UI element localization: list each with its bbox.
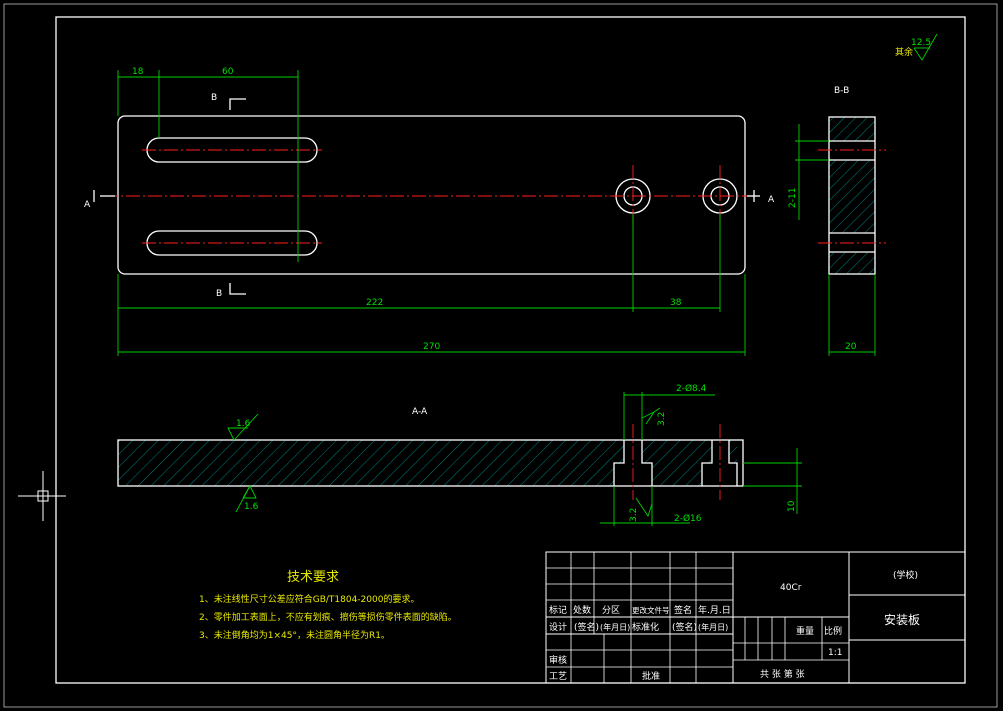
dim-10: 10 xyxy=(787,500,797,512)
roughness-3-2-top: 3.2 xyxy=(657,412,667,426)
tb-process: 工艺 xyxy=(549,671,567,682)
section-bb-view: B-B 2-11 20 xyxy=(788,86,886,356)
tb-scale: 比例 xyxy=(824,625,842,637)
tb-r1-c6: 年.月.日 xyxy=(698,604,731,616)
tb-r2-c5: (签名) xyxy=(672,621,697,633)
tb-r1-c1: 标记 xyxy=(549,604,567,616)
tb-weight: 重量 xyxy=(796,625,814,637)
dim-38: 38 xyxy=(670,298,682,308)
tb-r2-c4: 标准化 xyxy=(632,621,659,633)
tb-r2-c3: (年月日) xyxy=(600,622,630,632)
tb-r2-c1: 设计 xyxy=(549,621,567,633)
section-bb-label: B-B xyxy=(834,86,849,96)
view-arrow-right: A xyxy=(768,195,775,205)
roughness-value: 12.5 xyxy=(911,38,931,48)
part-name: 安装板 xyxy=(884,612,920,627)
roughness-1-6-bottom: 1.6 xyxy=(244,502,259,512)
drawing-frame xyxy=(55,16,966,684)
cut-marker-b-bottom: B xyxy=(216,289,222,299)
section-markers: B B A A xyxy=(84,93,775,299)
hole-callout-large: 2-Ø16 xyxy=(674,513,702,524)
tech-title: 技术要求 xyxy=(287,570,339,585)
tech-item-2: 2、零件加工表面上，不应有划痕、擦伤等损伤零件表面的缺陷。 xyxy=(199,611,457,623)
dim-60: 60 xyxy=(222,67,234,77)
tb-approve: 批准 xyxy=(642,670,660,682)
tb-r1-c4: 更改文件号 xyxy=(632,605,670,615)
roughness-3-2-bottom: 3.2 xyxy=(629,508,639,522)
roughness-note: 其余 xyxy=(895,46,913,58)
tech-item-3: 3、未注倒角均为1×45°，未注圆角半径为R1。 xyxy=(199,629,390,641)
tb-r1-c3: 分区 xyxy=(602,605,620,616)
dim-222: 222 xyxy=(366,298,383,308)
technical-requirements: 技术要求 1、未注线性尺寸公差应符合GB/T1804-2000的要求。 2、零件… xyxy=(199,570,457,641)
tb-r2-c6: (年月日) xyxy=(698,622,728,632)
title-block: 40Cr (学校) 安装板 标记 处数 分区 更改文件号 签名 年.月.日 设计… xyxy=(545,551,966,684)
tb-r1-c2: 处数 xyxy=(573,604,591,616)
tech-item-1: 1、未注线性尺寸公差应符合GB/T1804-2000的要求。 xyxy=(199,593,419,605)
cut-marker-b-top: B xyxy=(211,93,217,103)
outer-border xyxy=(3,3,998,708)
roughness-1-6-top: 1.6 xyxy=(236,419,251,429)
tb-r2-c2: (签名) xyxy=(574,621,599,633)
roughness-symbol: 其余 12.5 xyxy=(895,33,938,61)
dim-20: 20 xyxy=(845,342,857,352)
hole-callout-small: 2-Ø8.4 xyxy=(676,383,707,394)
tb-r1-c5: 签名 xyxy=(674,604,692,616)
dim-2-11: 2-11 xyxy=(788,188,798,208)
tb-scale-value: 1:1 xyxy=(828,648,842,658)
top-view-dimensions: 18 60 222 38 270 xyxy=(117,67,746,356)
material: 40Cr xyxy=(780,583,802,593)
school: (学校) xyxy=(893,569,918,581)
section-aa-label: A-A xyxy=(412,407,428,417)
view-arrow-left: A xyxy=(84,200,91,210)
tb-review: 审核 xyxy=(549,654,567,666)
tb-sheets: 共 张 第 张 xyxy=(760,668,805,680)
top-view xyxy=(104,115,760,275)
dim-270: 270 xyxy=(423,342,440,352)
section-aa-view: A-A 1.6 1.6 2-Ø8.4 3.2 2-Ø16 3.2 xyxy=(117,383,802,526)
dim-18: 18 xyxy=(132,67,144,77)
crosshair-cursor-icon xyxy=(18,471,66,521)
